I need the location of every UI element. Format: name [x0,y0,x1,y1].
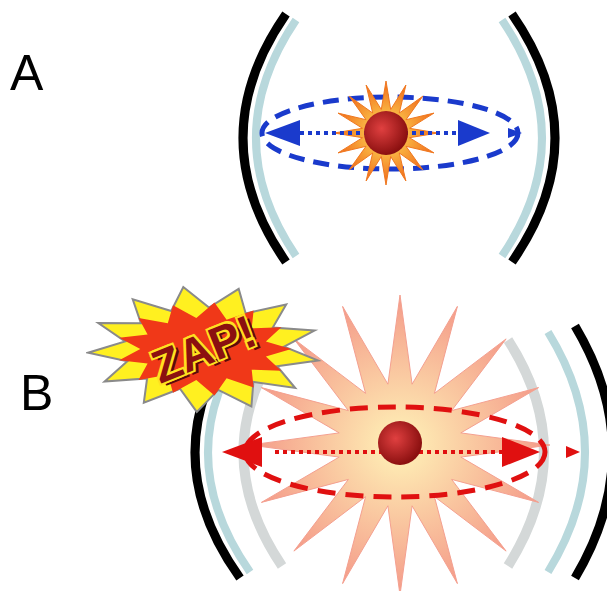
arrowhead [222,437,262,467]
arrowhead [502,437,540,467]
mirror-coating [502,20,542,256]
arrowhead [508,128,522,138]
light-wave [245,407,545,497]
arrowhead [458,120,490,146]
burst-inner [119,303,291,396]
burst-outer [88,287,318,412]
atom [378,421,422,465]
arrowhead [265,120,300,146]
atom [364,111,408,155]
arrowhead [566,446,580,458]
part-label: B [20,368,53,418]
mirror-coating [548,332,585,572]
zap-burst: ZAP! [86,284,322,414]
part-label: A [10,48,43,98]
